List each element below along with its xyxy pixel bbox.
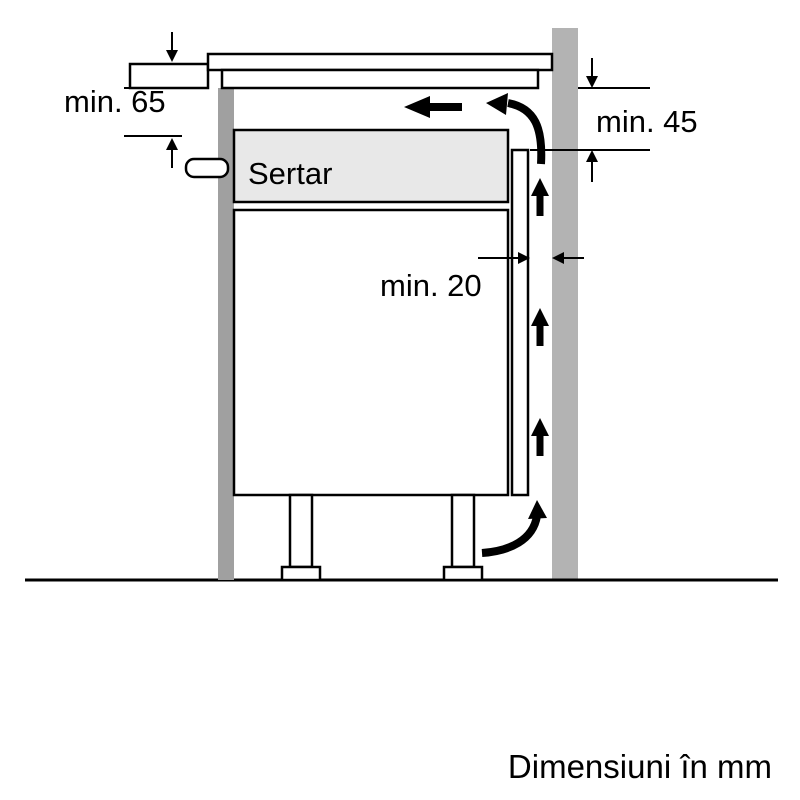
wall — [552, 28, 578, 580]
airflow-arrows — [404, 93, 549, 557]
drawer-label: Sertar — [248, 156, 332, 191]
dim-min45-arrow-down-head — [586, 76, 598, 88]
dim-min20-arrow-right-head — [518, 252, 530, 264]
dim-min45: min. 45 — [530, 58, 698, 182]
dim-min65-arrow-up-head — [166, 138, 178, 150]
airflow-top-curved-arrow-shaft — [507, 99, 546, 165]
airflow-bottom-curved-arrow-shaft — [481, 515, 541, 557]
cabinet-body — [232, 208, 510, 497]
caption-dimensions: Dimensiuni în mm — [508, 748, 772, 785]
drawer-box — [232, 128, 510, 204]
dim-min20: min. 20 — [380, 252, 584, 303]
dim-min45-arrow-up-head — [586, 150, 598, 162]
dim-min20-arrow-left-head — [552, 252, 564, 264]
airflow-top-curved-arrow-head — [486, 93, 508, 115]
airflow-up-arrow-2-head — [531, 308, 549, 326]
cabinet-foot-right — [442, 565, 484, 582]
dim-min65-arrow-down-head — [166, 50, 178, 62]
dim-min20-label: min. 20 — [380, 268, 482, 303]
airflow-top-left-arrow-head — [404, 96, 430, 118]
cabinet-left-panel — [218, 88, 234, 580]
cabinet-foot-left — [280, 565, 322, 582]
airflow-bottom-curved-arrow-head — [528, 500, 547, 519]
airflow-up-arrow-3-head — [531, 418, 549, 436]
cabinet-leg-right — [450, 493, 476, 569]
cabinet-right-panel — [510, 148, 530, 497]
hob-top — [206, 52, 554, 72]
countertop — [128, 62, 210, 90]
drawer-handle — [184, 157, 230, 179]
dim-min65-label: min. 65 — [64, 84, 166, 119]
cabinet-leg-left — [288, 493, 314, 569]
airflow-up-arrow-1-head — [531, 178, 549, 196]
dim-min65: min. 65 — [64, 32, 182, 168]
hob-body — [220, 68, 540, 90]
dim-min45-label: min. 45 — [596, 104, 698, 139]
